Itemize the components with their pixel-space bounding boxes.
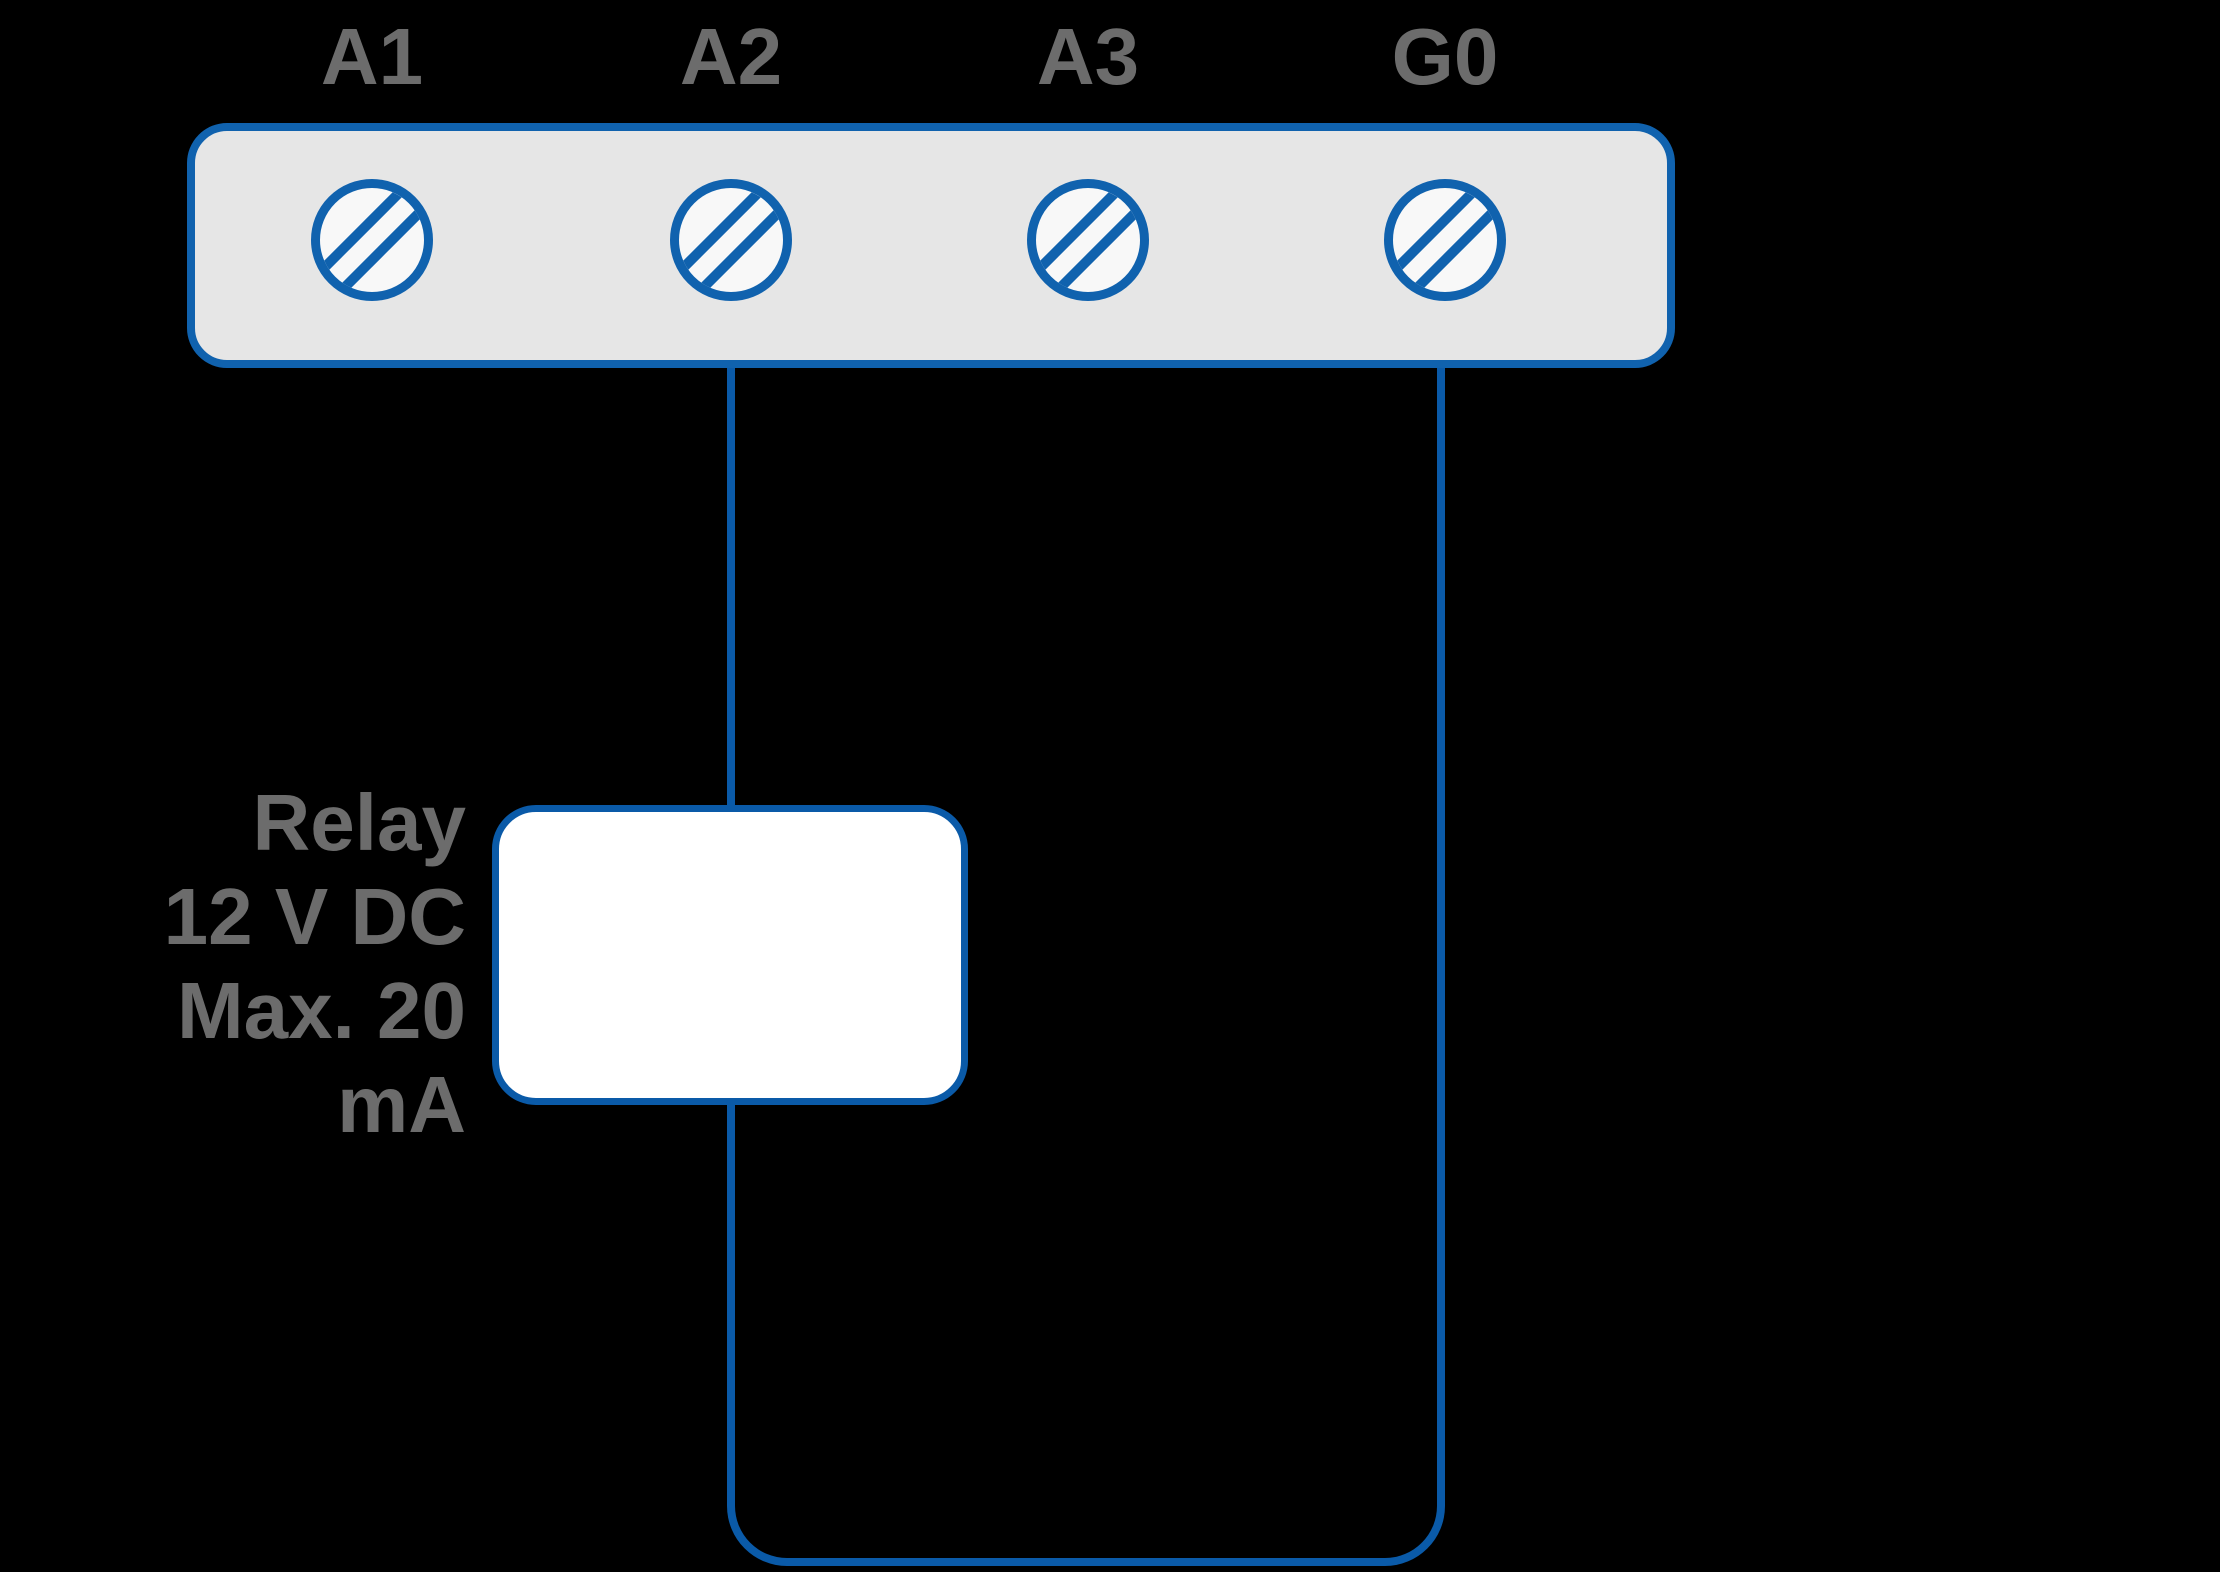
- relay-label-line: 12 V DC: [163, 872, 466, 961]
- relay-box: [492, 805, 968, 1105]
- relay-label-line: Max. 20: [176, 966, 466, 1055]
- screw-terminal-icon: [1027, 179, 1149, 301]
- terminal-label-a2: A2: [679, 12, 783, 101]
- screw-terminal-icon: [311, 179, 433, 301]
- screw-terminal-icon: [1384, 179, 1506, 301]
- relay-label-line: mA: [337, 1060, 466, 1149]
- terminal-label-a1: A1: [320, 12, 424, 101]
- terminal-block: [187, 123, 1675, 368]
- terminal-label-a3: A3: [1036, 12, 1140, 101]
- terminal-label-g0: G0: [1391, 12, 1499, 101]
- relay-label-line: Relay: [252, 778, 466, 867]
- screw-terminal-icon: [670, 179, 792, 301]
- relay-label: Relay 12 V DC Max. 20 mA: [66, 776, 466, 1152]
